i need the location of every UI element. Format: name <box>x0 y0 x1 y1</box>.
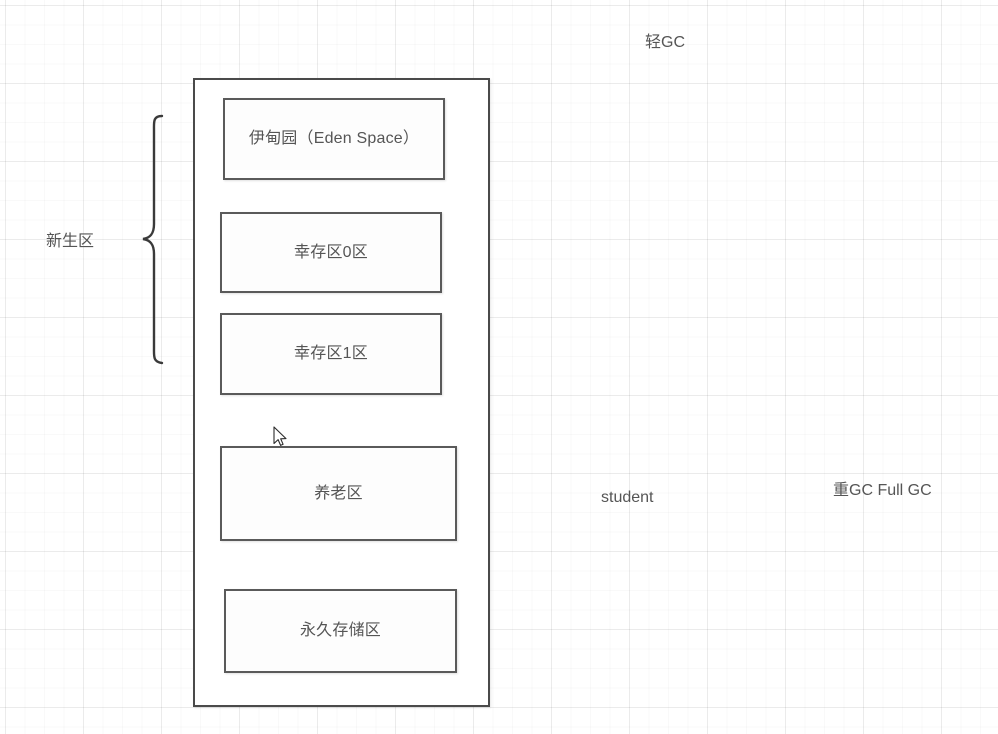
region-permanent-generation[interactable]: 永久存储区 <box>224 589 457 673</box>
region-eden[interactable]: 伊甸园（Eden Space） <box>223 98 445 180</box>
region-survivor-1-label: 幸存区1区 <box>294 345 368 362</box>
young-generation-brace-icon <box>140 112 168 367</box>
region-old-generation[interactable]: 养老区 <box>220 446 457 541</box>
region-survivor-0[interactable]: 幸存区0区 <box>220 212 442 293</box>
label-minor-gc: 轻GC <box>645 34 686 51</box>
region-eden-label: 伊甸园（Eden Space） <box>248 130 420 147</box>
label-full-gc: 重GC Full GC <box>833 482 932 499</box>
label-student: student <box>601 489 654 506</box>
region-survivor-1[interactable]: 幸存区1区 <box>220 313 442 395</box>
region-survivor-0-label: 幸存区0区 <box>294 243 368 261</box>
region-old-generation-label: 养老区 <box>314 484 363 502</box>
region-permanent-generation-label: 永久存储区 <box>299 622 381 639</box>
heap-container-box[interactable]: 伊甸园（Eden Space） 幸存区0区 幸存区1区 养老区 永久存储区 <box>193 78 490 707</box>
label-young-generation: 新生区 <box>46 233 95 250</box>
